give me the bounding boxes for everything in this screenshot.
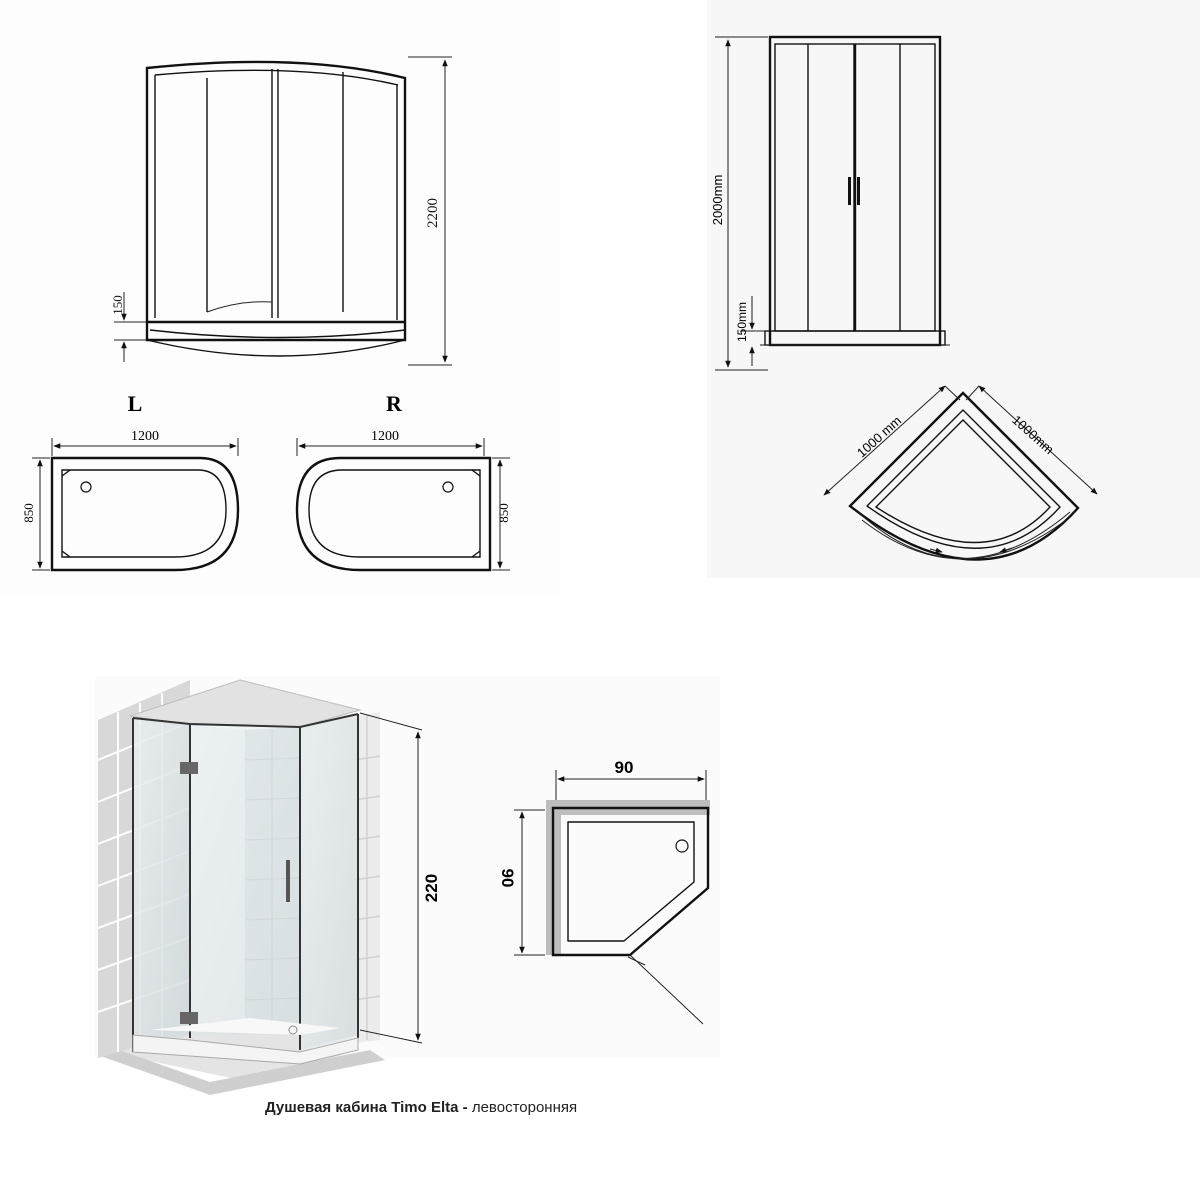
plan-left-width: 1200 [131,429,159,444]
plan-left [32,438,240,572]
plan-depth-label: 90 [498,869,517,888]
height-total-mm: 2000mm [710,175,725,226]
left-variant-letter: L [128,391,143,416]
dimension-height-2200 [408,56,452,366]
caption-side: левосторонняя [472,1099,577,1116]
plan-right-depth: 850 [496,503,511,523]
height-tray-mm: 150mm [735,302,749,342]
height-tray-label: 150 [110,295,125,315]
cabin-height-label: 220 [422,874,441,902]
plan-pentagon [514,770,710,1025]
dimension-height-220 [359,712,423,1044]
caption: Душевая кабина Timo Elta - левосторонняя [265,1099,577,1116]
cabin-3d-render [97,679,385,1095]
plan-right [295,438,510,572]
dimension-height-150 [114,292,146,362]
elevation-drawing-1 [145,60,407,357]
plan-width-label: 90 [615,758,634,777]
caption-main: Душевая кабина Timo Elta - [265,1099,472,1116]
height-total-label: 2200 [425,198,441,228]
plan-quarter-round-shape [823,385,1098,561]
elevation-drawing-2 [760,35,950,347]
dimension-height-2000 [715,36,768,371]
plan-left-depth: 850 [21,503,36,523]
right-variant-letter: R [386,391,403,416]
plan-right-width: 1200 [371,429,399,444]
